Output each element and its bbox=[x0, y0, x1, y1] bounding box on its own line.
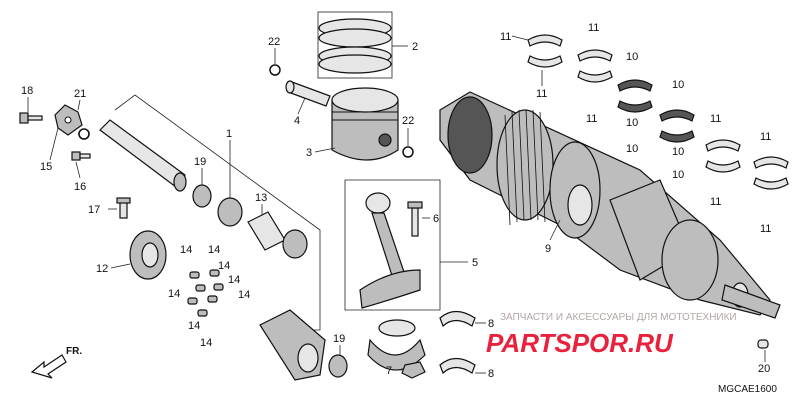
callouts: 22 2 4 3 22 18 21 15 16 1 19 13 17 12 14… bbox=[21, 22, 771, 380]
callout-2: 2 bbox=[412, 41, 418, 53]
bolt-17[interactable] bbox=[116, 197, 131, 219]
callout-10: 10 bbox=[672, 169, 684, 181]
callout-8: 8 bbox=[488, 368, 494, 380]
rod-nut[interactable] bbox=[401, 361, 426, 379]
connecting-rod[interactable] bbox=[344, 179, 441, 311]
callout-9: 9 bbox=[545, 243, 551, 255]
callout-11: 11 bbox=[536, 88, 547, 100]
dowel-pin[interactable] bbox=[757, 339, 769, 349]
diagram-code: MGCAE1600 bbox=[718, 384, 777, 395]
callout-6: 6 bbox=[433, 213, 439, 225]
collar-13[interactable] bbox=[247, 211, 286, 251]
callout-16: 16 bbox=[74, 181, 86, 193]
callout-18: 18 bbox=[21, 85, 33, 97]
direction-label: FR. bbox=[66, 346, 82, 357]
bolt-18[interactable] bbox=[19, 112, 43, 124]
watermark-brand: PARTSPOR.RU bbox=[486, 328, 674, 358]
balancer-gear[interactable] bbox=[129, 230, 167, 280]
crankshaft[interactable] bbox=[439, 91, 781, 319]
callout-14: 14 bbox=[200, 337, 212, 349]
bearing-19-lower[interactable] bbox=[328, 354, 348, 378]
leader-lines bbox=[27, 35, 766, 374]
callout-21: 21 bbox=[74, 88, 86, 100]
callout-11: 11 bbox=[760, 223, 771, 235]
callout-13: 13 bbox=[255, 192, 267, 204]
callout-14: 14 bbox=[180, 244, 192, 256]
balancer-shaft[interactable] bbox=[99, 119, 187, 192]
rod-bolt[interactable] bbox=[407, 201, 423, 237]
callout-11: 11 bbox=[588, 22, 599, 34]
callout-15: 15 bbox=[40, 161, 52, 173]
callout-14: 14 bbox=[168, 288, 180, 300]
callout-10: 10 bbox=[672, 146, 684, 158]
callout-10: 10 bbox=[626, 117, 638, 129]
callout-11: 11 bbox=[710, 196, 721, 208]
callout-3: 3 bbox=[306, 147, 312, 159]
piston[interactable] bbox=[331, 87, 399, 161]
piston-pin-clip-left[interactable] bbox=[269, 64, 281, 76]
callout-14: 14 bbox=[218, 260, 230, 272]
piston-rings[interactable] bbox=[317, 11, 393, 79]
balancer-weight[interactable] bbox=[259, 309, 326, 381]
callout-17: 17 bbox=[88, 204, 100, 216]
callout-4: 4 bbox=[294, 115, 300, 127]
callout-22: 22 bbox=[268, 36, 280, 48]
bolt-16[interactable] bbox=[71, 151, 91, 161]
callout-11: 11 bbox=[710, 113, 721, 125]
callout-14: 14 bbox=[228, 274, 240, 286]
callout-10: 10 bbox=[626, 143, 638, 155]
callout-14: 14 bbox=[238, 289, 250, 301]
rod-cap[interactable] bbox=[367, 319, 426, 371]
callout-11: 11 bbox=[760, 131, 771, 143]
rod-bearing-upper[interactable] bbox=[439, 310, 476, 328]
crankshaft-bearings[interactable] bbox=[527, 34, 789, 190]
callout-11: 11 bbox=[586, 113, 597, 125]
o-ring[interactable] bbox=[78, 128, 90, 140]
watermark-text: ЗАПЧАСТИ И АКСЕССУАРЫ ДЛЯ МОТОТЕХНИКИ bbox=[500, 312, 737, 323]
callout-11: 11 bbox=[500, 31, 511, 43]
rod-bearing-lower[interactable] bbox=[439, 357, 476, 375]
callout-10: 10 bbox=[626, 51, 638, 63]
callout-14: 14 bbox=[188, 320, 200, 332]
bearing-19-upper[interactable] bbox=[192, 184, 212, 208]
dampers[interactable] bbox=[187, 269, 224, 317]
callout-19: 19 bbox=[194, 156, 206, 168]
callout-19: 19 bbox=[333, 333, 345, 345]
callout-5: 5 bbox=[472, 257, 478, 269]
callout-10: 10 bbox=[672, 79, 684, 91]
front-arrow-icon bbox=[30, 354, 67, 379]
callout-1: 1 bbox=[226, 128, 232, 140]
callout-8: 8 bbox=[488, 318, 494, 330]
callout-14: 14 bbox=[208, 244, 220, 256]
callout-22: 22 bbox=[402, 115, 414, 127]
needle-bearing[interactable] bbox=[217, 197, 243, 227]
piston-pin-clip-right[interactable] bbox=[402, 146, 414, 158]
callout-7: 7 bbox=[386, 365, 392, 377]
needle-bearing-2[interactable] bbox=[282, 229, 308, 259]
callout-12: 12 bbox=[96, 263, 108, 275]
piston-pin[interactable] bbox=[285, 80, 331, 107]
callout-20: 20 bbox=[758, 363, 770, 375]
